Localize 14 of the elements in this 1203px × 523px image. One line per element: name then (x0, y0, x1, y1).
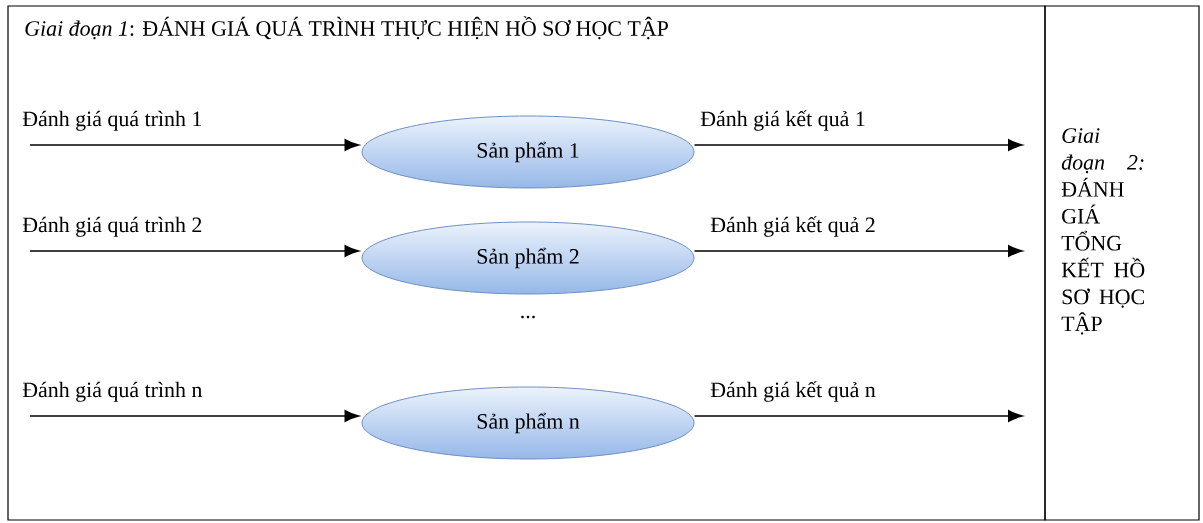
arrow (693, 139, 1023, 151)
edge-label: Đánh giá quá trình 2 (22, 216, 202, 237)
arrow (693, 245, 1023, 257)
edge-label: Đánh giá quá trình n (22, 381, 203, 402)
arrow (29, 410, 360, 422)
arrow (29, 139, 360, 151)
table-cell: Giai đoạn 2: ĐÁNH GIÁ TỔNG KẾT HỒ SƠ HỌC TẬP (1044, 5, 1200, 521)
ellipsis: ... (521, 315, 535, 319)
arrow (29, 245, 360, 257)
edge-label: Đánh giá quá trình 1 (22, 110, 202, 131)
edge-label: Đánh giá kết quả 2 (710, 216, 875, 237)
edge-label: Đánh giá kết quả 1 (700, 110, 865, 131)
arrow (693, 410, 1023, 422)
edge-label: Đánh giá kết quả n (710, 381, 876, 402)
